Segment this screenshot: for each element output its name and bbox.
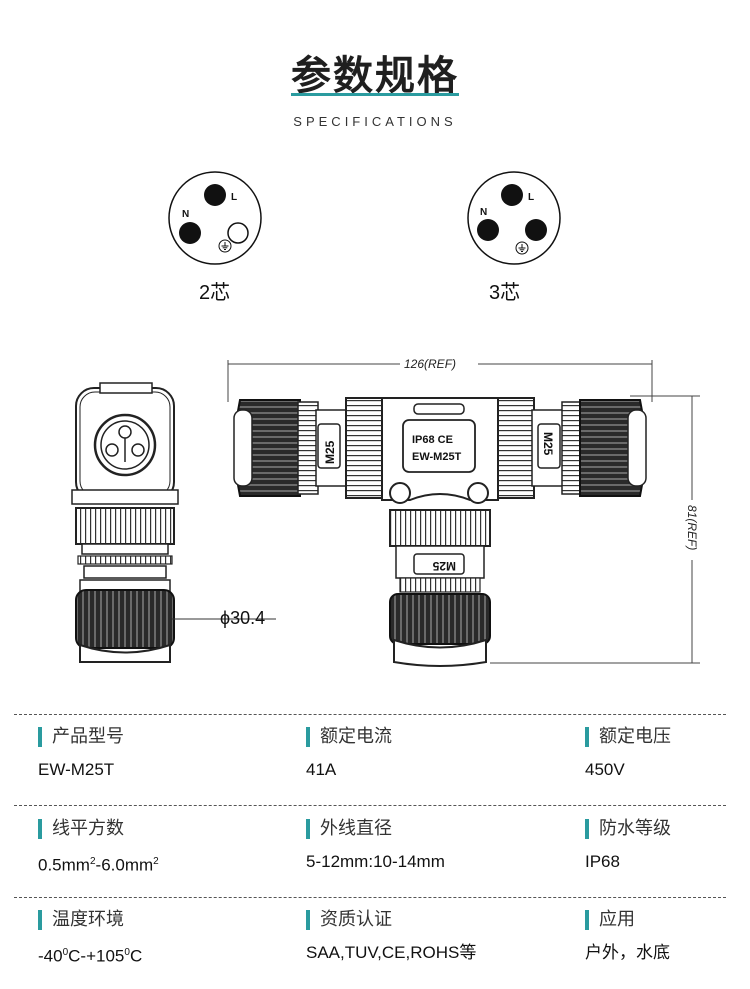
- badge-line-2: EW-M25T: [412, 451, 462, 463]
- ground-icon: [218, 239, 232, 253]
- spec-value: 0.5mm2-6.0mm2: [38, 855, 159, 875]
- width-dimension: 126(REF): [404, 357, 456, 371]
- spec-application: 应用 户外，水底: [585, 909, 670, 963]
- connector-drawing-svg: ϕ30.4 126(REF) 81(REF) M25 IP68 CE EW: [71, 354, 701, 667]
- accent-bar: [306, 819, 310, 839]
- spec-value: -400C-+1050C: [38, 946, 143, 966]
- height-dimension: 81(REF): [685, 505, 699, 550]
- pin-n: [179, 222, 201, 244]
- accent-bar: [585, 910, 589, 930]
- accent-bar: [306, 727, 310, 747]
- pin-l-label: L: [231, 192, 237, 203]
- spec-value: IP68: [585, 852, 620, 871]
- pin-n-label: N: [182, 209, 189, 220]
- spec-rated-voltage: 额定电压 450V: [585, 726, 671, 780]
- pin-earth: [525, 219, 547, 241]
- page-header: 参数规格 SPECIFICATIONS: [0, 52, 750, 129]
- marking-m25-left: M25: [323, 440, 337, 464]
- spec-wire-gauge: 线平方数 0.5mm2-6.0mm2: [38, 818, 159, 876]
- pin-label-2-core: 2芯: [199, 282, 231, 304]
- pin-empty: [227, 222, 249, 244]
- accent-bar: [306, 910, 310, 930]
- spec-rated-current: 额定电流 41A: [306, 726, 392, 780]
- marking-m25-bottom: M25: [432, 559, 456, 573]
- page-subtitle: SPECIFICATIONS: [293, 114, 457, 129]
- front-view: M25 IP68 CE EW-M25T M25 M25: [233, 397, 647, 667]
- diameter-dimension: ϕ30.4: [220, 608, 265, 628]
- pin-l: [204, 184, 226, 206]
- spec-cable-diameter: 外线直径 5-12mm:10-14mm: [306, 818, 445, 872]
- pin-n-label: N: [480, 207, 487, 218]
- spec-label: 应用: [599, 909, 635, 930]
- title-underline: [291, 93, 459, 96]
- spec-label: 额定电流: [320, 726, 392, 747]
- spec-value: SAA,TUV,CE,ROHS等: [306, 943, 477, 962]
- spec-label: 线平方数: [52, 818, 124, 839]
- side-view: [71, 382, 179, 663]
- spec-value: EW-M25T: [38, 760, 115, 779]
- spec-temperature: 温度环境 -400C-+1050C: [38, 909, 142, 967]
- spec-value: 41A: [306, 760, 337, 779]
- pin-n: [477, 219, 499, 241]
- spec-model: 产品型号 EW-M25T: [38, 726, 124, 780]
- spec-waterproof: 防水等级 IP68: [585, 818, 671, 872]
- spec-value: 5-12mm:10-14mm: [306, 852, 445, 871]
- ground-icon: [515, 241, 529, 255]
- spec-label: 外线直径: [320, 818, 392, 839]
- accent-bar: [585, 819, 589, 839]
- divider-1: [14, 714, 726, 715]
- page-title: 参数规格: [291, 53, 459, 99]
- accent-bar: [38, 727, 42, 747]
- accent-bar: [585, 727, 589, 747]
- accent-bar: [38, 819, 42, 839]
- marking-m25-right: M25: [541, 432, 555, 456]
- spec-label: 防水等级: [599, 818, 671, 839]
- divider-3: [14, 897, 726, 898]
- spec-label: 额定电压: [599, 726, 671, 747]
- spec-value: 450V: [585, 760, 625, 779]
- accent-bar: [38, 910, 42, 930]
- spec-label: 温度环境: [52, 909, 124, 930]
- badge-line-1: IP68 CE: [412, 434, 453, 446]
- pin-diagram-3-core: N L: [467, 171, 561, 265]
- pin-l: [501, 184, 523, 206]
- technical-drawing: ϕ30.4 126(REF) 81(REF) M25 IP68 CE EW: [0, 330, 750, 690]
- spec-label: 资质认证: [320, 909, 392, 930]
- spec-value: 户外，水底: [585, 943, 670, 962]
- divider-2: [14, 805, 726, 806]
- spec-certification: 资质认证 SAA,TUV,CE,ROHS等: [306, 909, 476, 963]
- spec-label: 产品型号: [52, 726, 124, 747]
- pin-diagram-2-core: N L: [168, 171, 262, 265]
- pin-label-3-core: 3芯: [489, 282, 521, 304]
- pin-l-label: L: [528, 192, 534, 203]
